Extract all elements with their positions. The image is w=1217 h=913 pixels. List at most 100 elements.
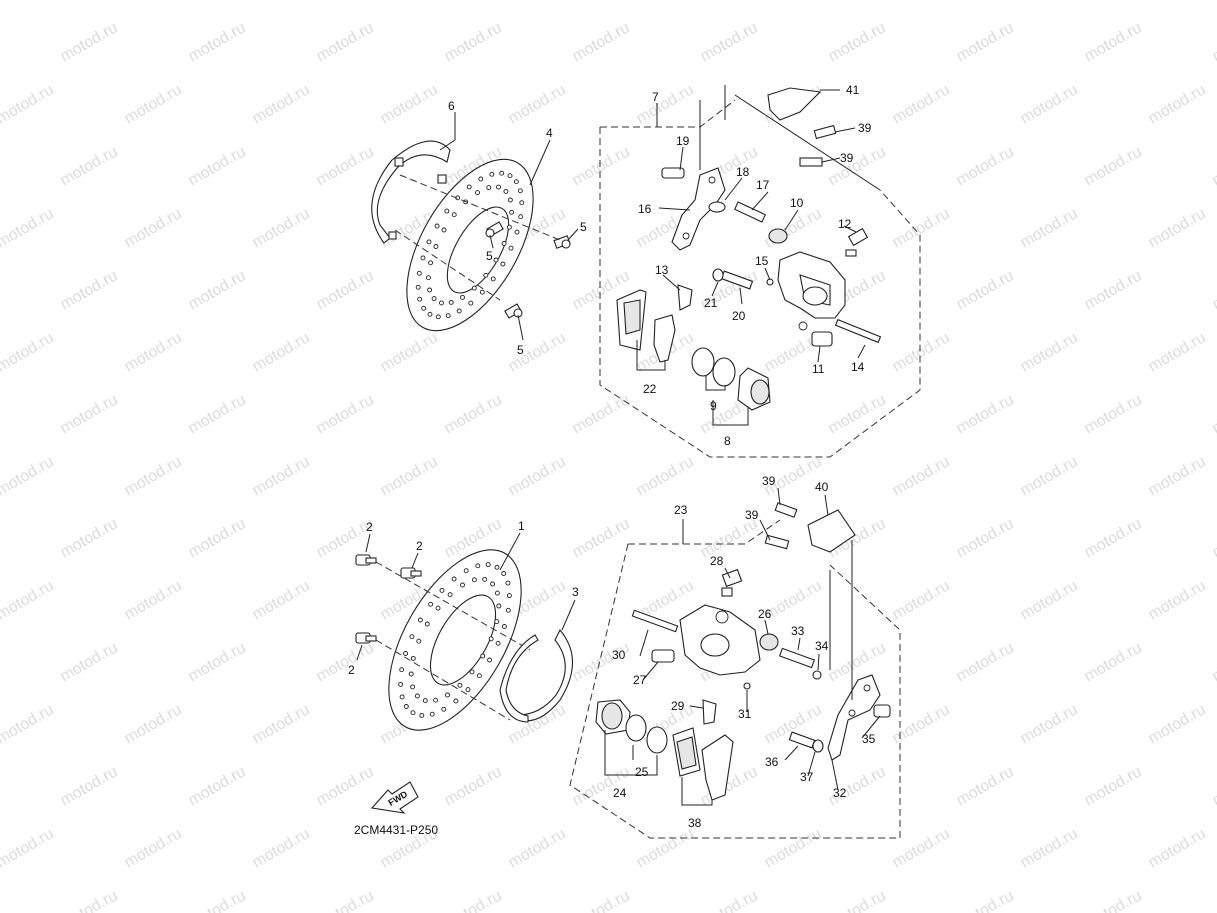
watermark-text: motod.ru bbox=[762, 825, 825, 871]
hose-guide-40 bbox=[807, 509, 856, 553]
watermark-text: motod.ru bbox=[1018, 0, 1081, 3]
disc-hole bbox=[456, 308, 462, 314]
watermark-text: motod.ru bbox=[314, 391, 377, 437]
watermark-text: motod.ru bbox=[1210, 391, 1217, 437]
callout-20: 20 bbox=[732, 309, 746, 323]
disc-hole bbox=[485, 562, 491, 568]
watermark-text: motod.ru bbox=[890, 329, 953, 375]
disc-hole bbox=[468, 300, 474, 306]
callout-39-c: 39 bbox=[762, 474, 776, 488]
diagram-code: 2CM4431-P250 bbox=[354, 823, 438, 837]
brake-disc-rear bbox=[406, 158, 534, 332]
piston-rear bbox=[737, 367, 771, 411]
watermark-text: motod.ru bbox=[1082, 763, 1145, 809]
watermark-text: motod.ru bbox=[1210, 515, 1217, 561]
callout-35: 35 bbox=[862, 732, 876, 746]
callout-26: 26 bbox=[758, 607, 772, 621]
disc-hole bbox=[463, 568, 469, 574]
disc-hole bbox=[494, 619, 500, 625]
watermark-text: motod.ru bbox=[954, 763, 1017, 809]
front-hub-line-b bbox=[375, 639, 511, 721]
callout-2-c: 2 bbox=[348, 663, 355, 677]
disc-hole bbox=[505, 580, 511, 586]
bracket-pin-19 bbox=[661, 167, 685, 179]
disc-hole bbox=[399, 667, 405, 673]
watermark-text: motod.ru bbox=[186, 391, 249, 437]
bleed-screw-28 bbox=[721, 568, 743, 597]
watermark-text: motod.ru bbox=[0, 81, 57, 127]
disc-hole bbox=[480, 653, 486, 659]
disc-bolt-front-3 bbox=[355, 632, 377, 644]
disc-hole bbox=[486, 185, 492, 191]
callout-16: 16 bbox=[638, 202, 652, 216]
watermark-text: motod.ru bbox=[634, 825, 697, 871]
callout-12: 12 bbox=[838, 217, 852, 231]
callout-23: 23 bbox=[674, 503, 688, 517]
disc-hole bbox=[475, 563, 481, 569]
disc-hole bbox=[506, 593, 512, 599]
callout-7: 7 bbox=[652, 90, 659, 104]
watermark-text: motod.ru bbox=[1018, 81, 1081, 127]
brake-pad-front bbox=[672, 727, 734, 801]
callout-labels: 6 4 5 5 5 7 19 18 17 10 12 16 13 15 21 2… bbox=[348, 83, 876, 830]
watermark-text: motod.ru bbox=[634, 0, 697, 3]
washer-18 bbox=[708, 201, 726, 213]
disc-bolt-rear-1 bbox=[485, 221, 504, 238]
watermark-text: motod.ru bbox=[186, 515, 249, 561]
watermark-text: motod.ru bbox=[1018, 453, 1081, 499]
hose-guide-41 bbox=[767, 87, 822, 121]
watermark-text: motod.ru bbox=[442, 887, 505, 913]
watermark-text: motod.ru bbox=[442, 19, 505, 65]
callout-27: 27 bbox=[633, 673, 647, 687]
forward-arrow: FWD bbox=[370, 781, 419, 814]
watermark-text: motod.ru bbox=[506, 0, 569, 3]
disc-hole bbox=[415, 284, 421, 290]
watermark-text: motod.ru bbox=[506, 453, 569, 499]
disc-hole bbox=[518, 214, 524, 220]
disc-hole bbox=[478, 176, 484, 182]
watermark-text: motod.ru bbox=[0, 329, 57, 375]
watermark-text: motod.ru bbox=[0, 825, 57, 871]
watermark-text: motod.ru bbox=[1082, 391, 1145, 437]
watermark-text: motod.ru bbox=[58, 515, 121, 561]
disc-hole bbox=[500, 261, 506, 267]
disc-hole bbox=[426, 239, 432, 245]
watermark-text: motod.ru bbox=[762, 205, 825, 251]
slide-pin-14 bbox=[834, 318, 882, 344]
watermark-text: motod.ru bbox=[314, 763, 377, 809]
bolt-39-lower-a bbox=[774, 502, 798, 518]
backing-ring-front bbox=[499, 629, 573, 723]
callout-25: 25 bbox=[635, 765, 649, 779]
watermark-text: motod.ru bbox=[378, 0, 441, 3]
disc-hole bbox=[417, 617, 423, 623]
watermark-text: motod.ru bbox=[1146, 577, 1209, 623]
watermark-text: motod.ru bbox=[826, 887, 889, 913]
bleed-screw-12 bbox=[845, 227, 869, 257]
watermark-text: motod.ru bbox=[122, 825, 185, 871]
disc-hole bbox=[460, 582, 465, 588]
disc-hole bbox=[466, 184, 472, 190]
disc-hole bbox=[501, 571, 507, 576]
disc-hole bbox=[410, 684, 416, 690]
callout-5-b: 5 bbox=[580, 220, 587, 234]
disc-bolt-rear-2 bbox=[553, 235, 571, 249]
disc-hole bbox=[471, 285, 477, 291]
disc-hole bbox=[441, 227, 447, 233]
callout-36: 36 bbox=[765, 755, 779, 769]
watermark-text: motod.ru bbox=[890, 0, 953, 3]
disc-hole bbox=[490, 276, 496, 282]
watermark-text: motod.ru bbox=[570, 19, 633, 65]
disc-bolt-rear-3 bbox=[504, 303, 523, 319]
bolt-11 bbox=[811, 331, 833, 347]
callout-29: 29 bbox=[671, 699, 685, 713]
hub-line-a bbox=[399, 174, 561, 241]
disc-hole bbox=[425, 275, 431, 281]
watermark-text: motod.ru bbox=[186, 143, 249, 189]
watermark-text: motod.ru bbox=[58, 763, 121, 809]
disc-hole bbox=[439, 300, 444, 306]
disc-hole bbox=[429, 711, 435, 717]
watermark-text: motod.ru bbox=[250, 453, 313, 499]
disc-hole bbox=[433, 244, 439, 249]
disc-hole bbox=[494, 564, 500, 570]
disc-hole bbox=[428, 601, 434, 607]
